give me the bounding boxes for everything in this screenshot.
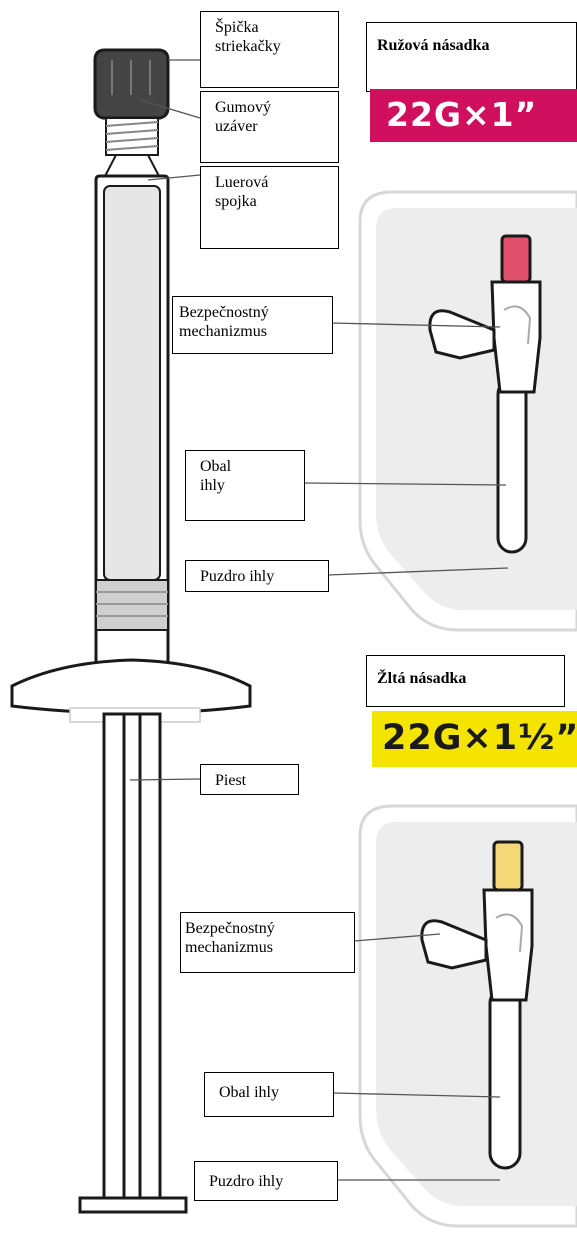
label-safety-mechanism-yellow: Bezpečnostný mechanizmus bbox=[180, 912, 355, 973]
safety-mechanism bbox=[428, 234, 542, 394]
needle-case-yellow bbox=[358, 804, 577, 1228]
label-rubber-cap: Gumový uzáver bbox=[200, 91, 339, 163]
badge-yellow-needle-size: 22G×1½” bbox=[372, 711, 577, 767]
heading-pink-needle: Ružová násadka bbox=[366, 22, 577, 92]
safety-mechanism bbox=[420, 840, 534, 1002]
label-safety-mechanism-pink: Bezpečnostný mechanizmus bbox=[172, 296, 333, 354]
needle-hub bbox=[500, 234, 532, 284]
label-needle-sheath-yellow: Obal ihly bbox=[204, 1072, 334, 1117]
needle-hub bbox=[492, 840, 524, 892]
label-needle-sheath-pink: Obal ihly bbox=[185, 450, 305, 521]
barrel-contents bbox=[103, 185, 161, 581]
heading-yellow-needle: Žltá násadka bbox=[366, 655, 565, 707]
luer-threads bbox=[105, 117, 159, 156]
finger-flange bbox=[10, 658, 252, 716]
syringe bbox=[10, 48, 252, 1214]
needle-sheath bbox=[496, 378, 528, 554]
plunger-rod bbox=[102, 712, 162, 1202]
label-luer-connector: Luerová spojka bbox=[200, 166, 339, 249]
label-needle-case-yellow: Puzdro ihly bbox=[194, 1161, 338, 1201]
label-syringe-tip: Špička striekačky bbox=[200, 11, 339, 88]
badge-pink-needle-size: 22G×1” bbox=[370, 89, 577, 142]
needle-case-pink bbox=[358, 190, 577, 632]
thumb-press bbox=[78, 1196, 188, 1214]
leader-lines bbox=[129, 59, 509, 1181]
label-plunger: Piest bbox=[200, 764, 299, 795]
label-needle-case-pink: Puzdro ihly bbox=[185, 560, 329, 592]
needle-sheath bbox=[488, 986, 522, 1170]
